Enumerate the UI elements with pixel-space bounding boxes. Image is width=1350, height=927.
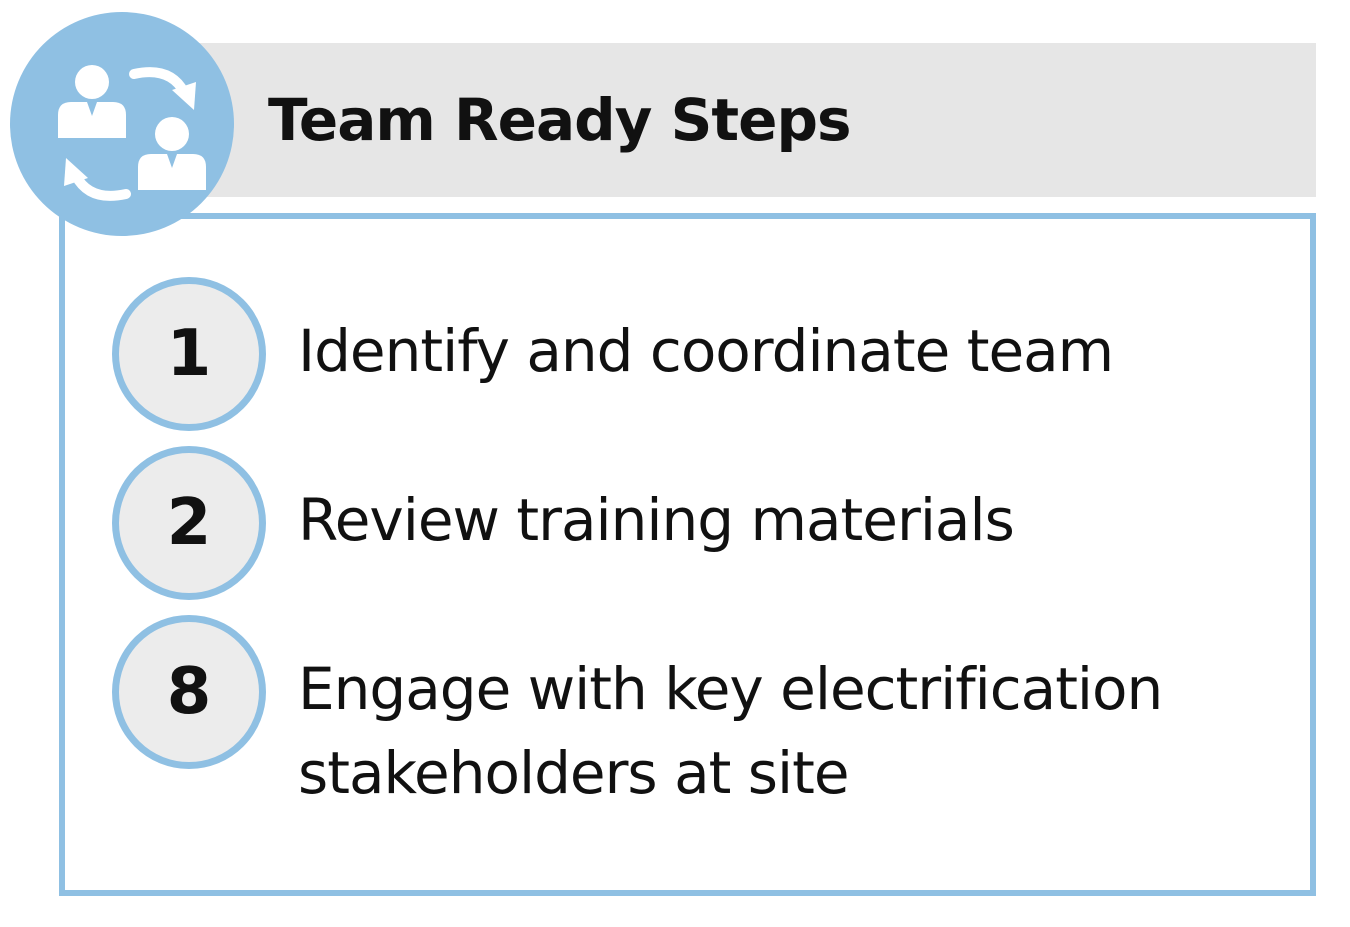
- steps-panel: [59, 213, 1316, 896]
- step-number-badge: 1: [112, 277, 266, 431]
- step-text: Review training materials: [298, 486, 1015, 554]
- step-number-badge: 2: [112, 446, 266, 600]
- page-title: Team Ready Steps: [268, 86, 851, 154]
- team-badge: [10, 12, 234, 236]
- team-exchange-icon: [58, 65, 206, 201]
- step-text: Engage with key electrification stakehol…: [298, 655, 1163, 807]
- step-text: Identify and coordinate team: [298, 317, 1114, 385]
- step-number-badge: 8: [112, 615, 266, 769]
- header-bar: [120, 43, 1316, 197]
